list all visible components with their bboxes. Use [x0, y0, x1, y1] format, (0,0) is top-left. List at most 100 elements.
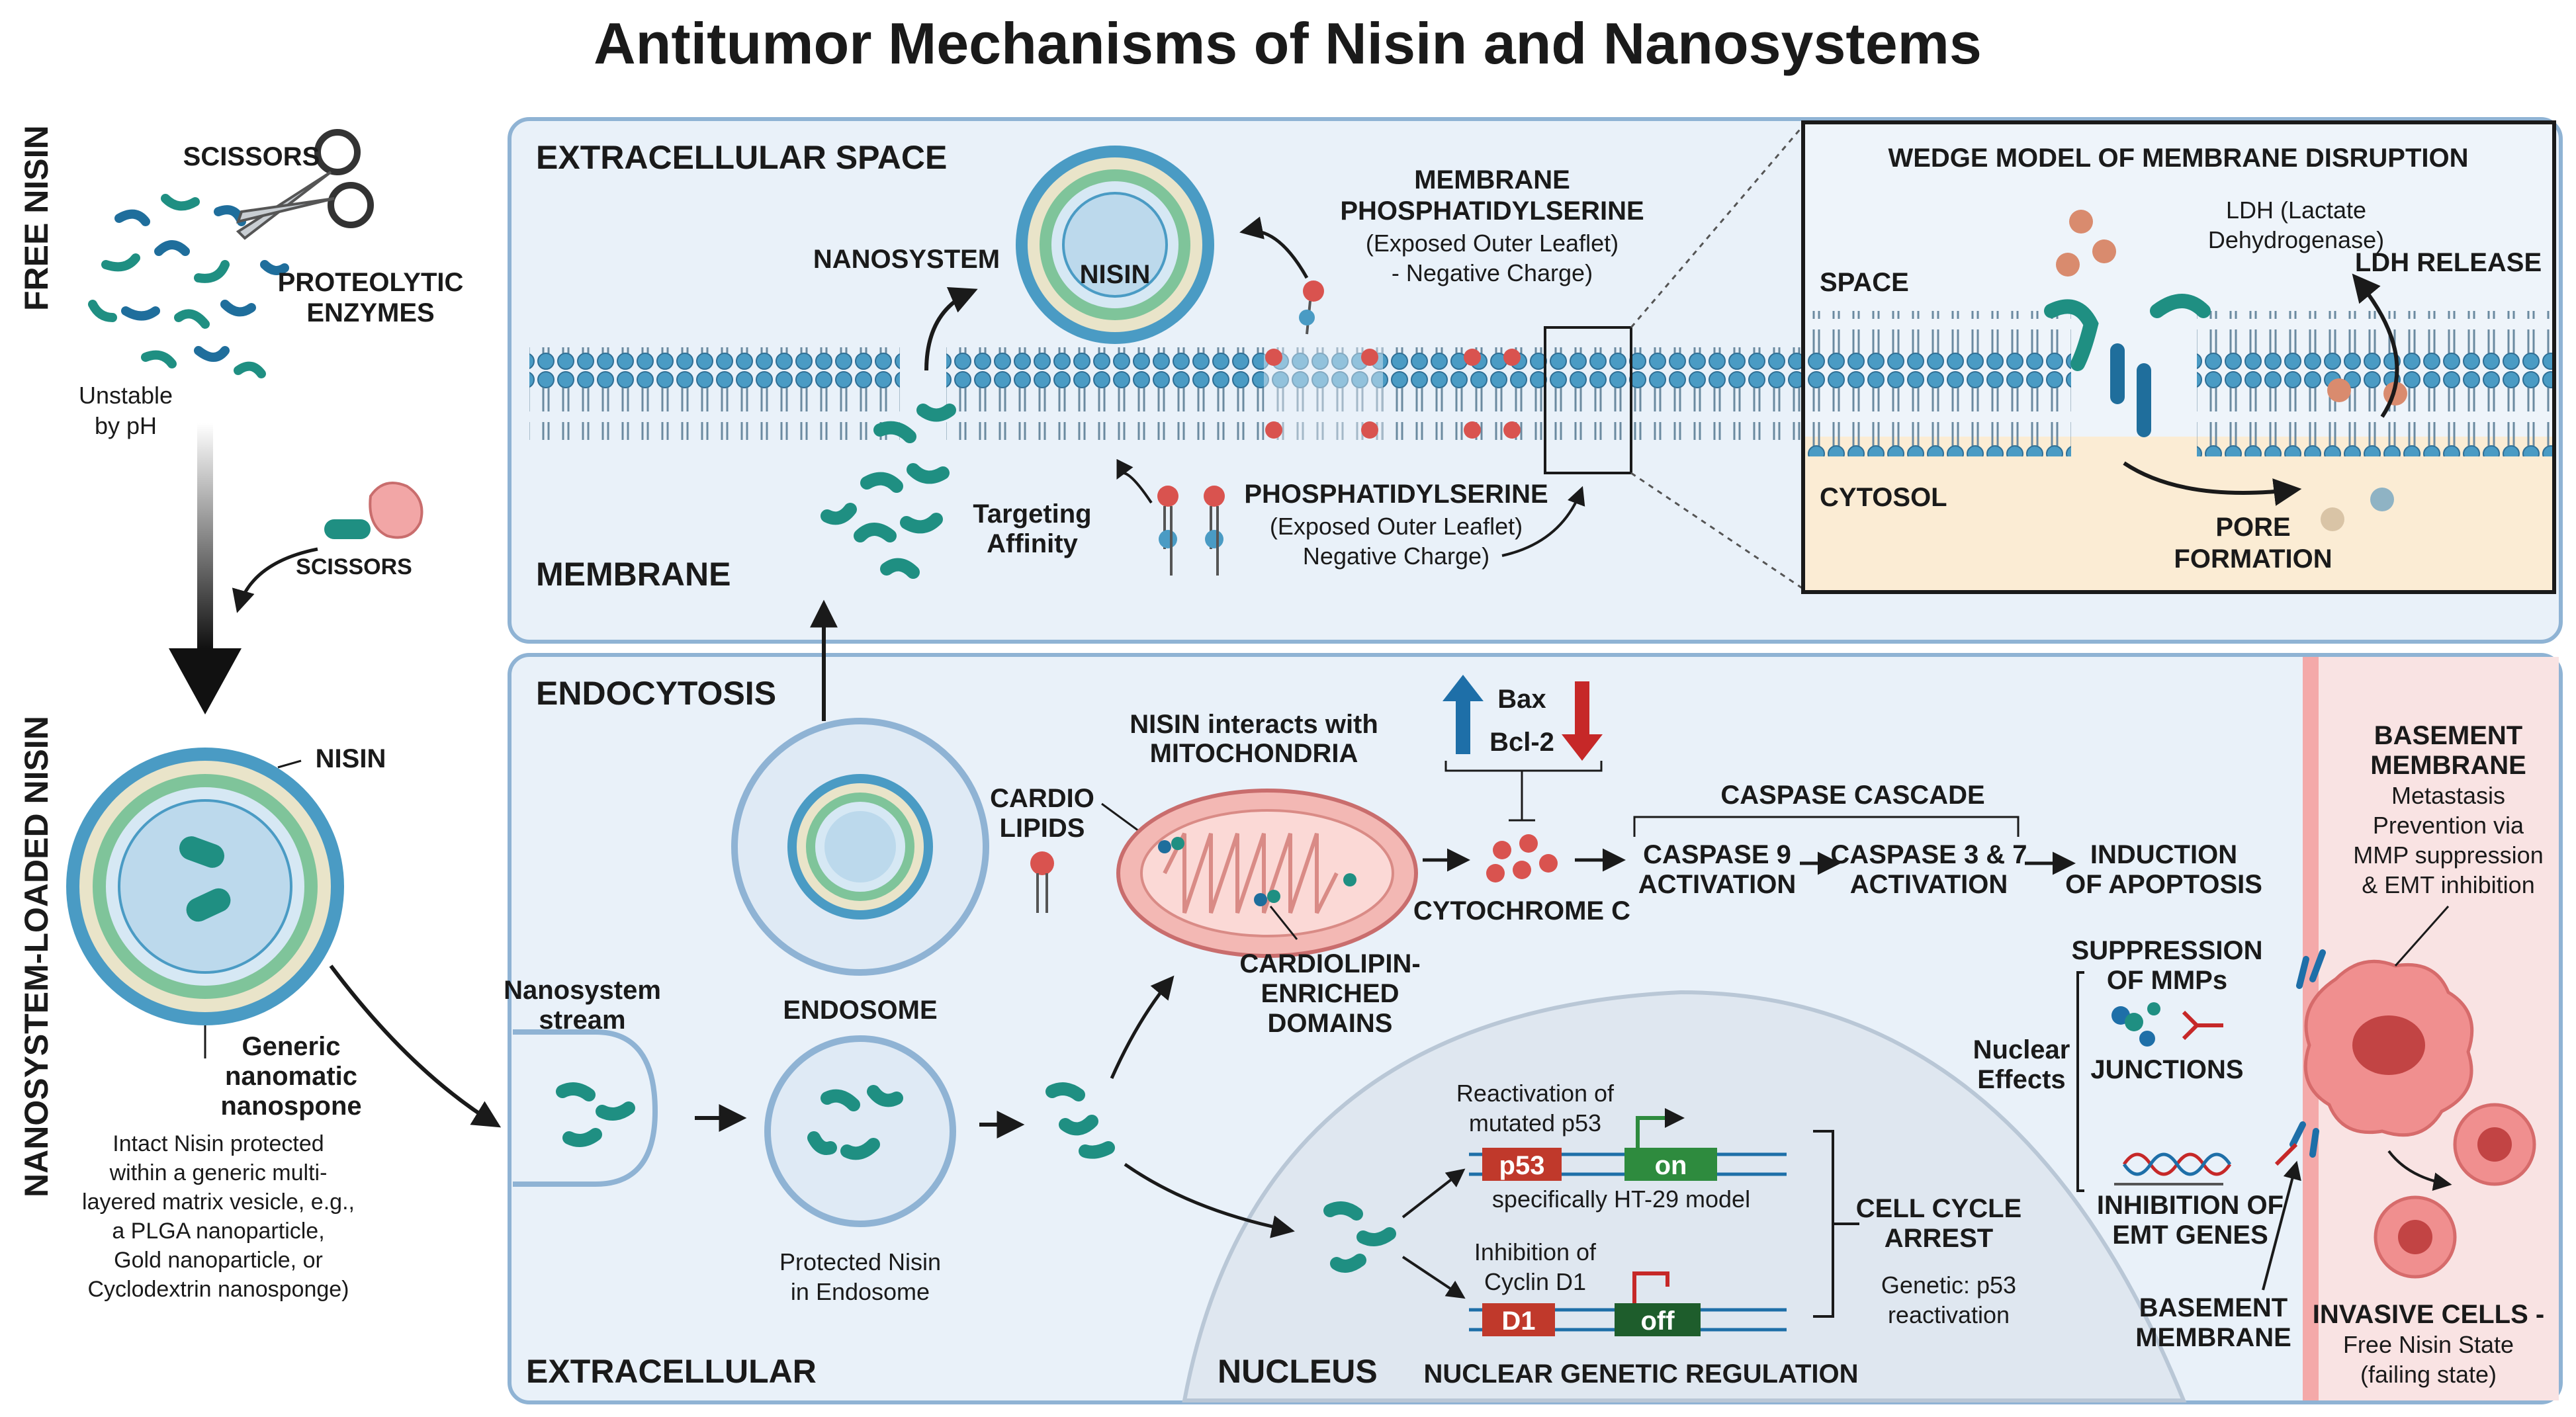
nisin-pointer: [277, 759, 302, 769]
endosome-with-nanosystem: [731, 718, 989, 976]
nuclear-effects-bracket: [2076, 971, 2084, 1192]
genetic-line-2: reactivation: [1888, 1301, 2010, 1328]
bcl2-down-arrow: [1562, 681, 1603, 761]
by-ph-label: by pH: [95, 412, 157, 439]
intact-line-5: Gold nanoparticle, or: [114, 1248, 323, 1273]
apop-line-1: INDUCTION: [2090, 840, 2237, 869]
invasive-line-3: (failing state): [2360, 1361, 2497, 1388]
meta-line-4: & EMT inhibition: [2362, 871, 2534, 898]
cell-cycle-line-1: CELL CYCLE: [1856, 1194, 2021, 1223]
nucleus-label: NUCLEUS: [1218, 1353, 1378, 1390]
nisin-interacts-line-1: NISIN interacts with: [1130, 710, 1378, 739]
d1-gene-box: [1482, 1303, 1555, 1336]
nano-stream-1: Nanosystem: [504, 976, 661, 1005]
ldh-line-2: Dehydrogenase): [2208, 226, 2384, 253]
intact-line-4: a PLGA nanoparticle,: [112, 1219, 324, 1244]
on-label: on: [1655, 1151, 1687, 1180]
figure-title: Antitumor Mechanisms of Nisin and Nanosy…: [594, 11, 1982, 76]
ps-bot-line-1: PHOSPHATIDYLSERINE: [1244, 480, 1548, 509]
ldh-release-label: LDH RELEASE: [2355, 248, 2542, 277]
proteolytic-label: PROTEOLYTIC: [278, 268, 464, 297]
d1-gene-label: D1: [1501, 1307, 1535, 1336]
bax-up-arrow: [1443, 675, 1484, 754]
cytosol-label: CYTOSOL: [1820, 483, 1947, 512]
lower-panel: ENDOCYTOSIS EXTRACELLULAR NUCLEUS NUCLEA…: [504, 599, 2563, 1404]
ht29-label: specifically HT-29 model: [1492, 1185, 1750, 1213]
targeting-arrow: [1116, 458, 1153, 504]
p53-gene-box: [1482, 1148, 1562, 1181]
nanosystem-loaded-label: NANOSYSTEM-LOADED NISIN: [18, 716, 55, 1197]
bm-pointer-arrow: [2262, 1160, 2301, 1291]
extracellular-space-label: EXTRACELLULAR SPACE: [536, 139, 947, 176]
reactivation-line-2: mutated p53: [1469, 1109, 1601, 1137]
ps-molecule-top: [1299, 280, 1324, 335]
off-box: [1615, 1303, 1701, 1336]
on-box: [1624, 1148, 1717, 1181]
pore-line-1: PORE: [2215, 513, 2290, 542]
p53-gene-label: p53: [1499, 1151, 1545, 1180]
bm-label-line-1: BASEMENT: [2139, 1293, 2287, 1322]
to-cyclin-arrow: [1401, 1256, 1466, 1299]
ps-affinity-arrow: [1239, 216, 1309, 279]
nuclear-genetic-label: NUCLEAR GENETIC REGULATION: [1423, 1359, 1858, 1389]
emt-line-2: EMT GENES: [2112, 1221, 2268, 1250]
cell-membrane-invagination: [513, 1029, 658, 1187]
to-nucleus-arrow: [1124, 1162, 1295, 1238]
nanosystem-label: NANOSYSTEM: [813, 245, 1000, 274]
to-endocytosis-arrow: [329, 965, 502, 1128]
nucleus-shape: [1182, 990, 2187, 1402]
nisin-label-nanosystem: NISIN: [1080, 260, 1151, 289]
left-panel: FREE NISIN NANOSYSTEM-LOADED NISIN: [18, 125, 502, 1302]
bm-inhibit-mark: [2274, 1142, 2298, 1166]
cardiolipin-line-2: ENRICHED: [1261, 979, 1399, 1008]
nano-stream-2: stream: [539, 1006, 625, 1035]
stabilization-arrow-head: [169, 648, 242, 714]
invasion-arrow: [2387, 1150, 2452, 1191]
targeting-line-2: Affinity: [987, 529, 1079, 558]
scissors-icon: [236, 129, 374, 240]
scissors-label-1: SCISSORS: [183, 142, 320, 171]
suppression-line-2: OF MMPs: [2107, 966, 2227, 995]
bm-right-pointer: [2394, 906, 2450, 966]
enzyme-icon: [324, 482, 423, 539]
intact-line-3: layered matrix vesicle, e.g.,: [82, 1189, 355, 1215]
mitochondrion: [1116, 789, 1418, 958]
meta-line-2: Prevention via: [2373, 812, 2524, 839]
bilayer-segment-ps: [1264, 347, 1383, 440]
emt-line-1: INHIBITION OF: [2097, 1191, 2284, 1220]
cardiolipin-line-3: DOMAINS: [1268, 1009, 1393, 1038]
generic-label-1: Generic: [242, 1032, 341, 1061]
endosome-protected: [764, 1035, 956, 1227]
reactivation-line-1: Reactivation of: [1456, 1080, 1615, 1107]
endosome-label: ENDOSOME: [783, 996, 937, 1025]
extracellular-label: EXTRACELLULAR: [526, 1353, 817, 1390]
mmp-junction-icons: [2111, 1002, 2223, 1047]
bcl2-label: Bcl-2: [1489, 728, 1554, 757]
wedge-title: WEDGE MODEL OF MEMBRANE DISRUPTION: [1888, 144, 2468, 173]
targeting-line-1: Targeting: [973, 499, 1091, 529]
stream-peptides: [556, 1082, 635, 1147]
membrane-label: MEMBRANE: [536, 556, 731, 593]
casp9-line-1: CASPASE 9: [1643, 840, 1791, 869]
invasive-line-2: Free Nisin State: [2343, 1331, 2514, 1358]
zoom-line-bottom: [1630, 472, 1804, 590]
ps-bot-line-2: (Exposed Outer Leaflet): [1270, 513, 1523, 540]
apop-line-2: OF APOPTOSIS: [2065, 870, 2262, 899]
ldh-release-arrow: [2352, 273, 2399, 418]
scissors-arrow: [232, 547, 318, 613]
casp37-line-2: ACTIVATION: [1850, 870, 2008, 899]
off-label: off: [1640, 1307, 1675, 1336]
space-label: SPACE: [1820, 268, 1909, 297]
nanosystem-particle: [1016, 146, 1214, 344]
nuclear-effects-line-2: Effects: [1977, 1065, 2065, 1094]
nucleus-peptides: [1323, 1201, 1396, 1273]
casp9-line-2: ACTIVATION: [1638, 870, 1797, 899]
free-nisin-label: FREE NISIN: [18, 125, 55, 311]
nisin-interacts-line-2: MITOCHONDRIA: [1150, 739, 1358, 768]
loaded-nanosystem: [66, 748, 344, 1025]
bilayer-segment-2: [946, 347, 1264, 440]
bilayer-segment-1: [529, 347, 900, 440]
protected-line-1: Protected Nisin: [779, 1248, 941, 1275]
